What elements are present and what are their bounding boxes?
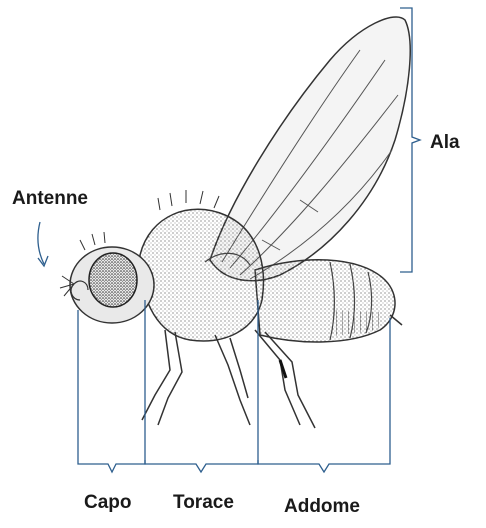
label-torace: Torace xyxy=(173,492,234,514)
legs-illustration xyxy=(142,330,315,428)
antenne-arrow xyxy=(38,222,44,264)
addome-bracket xyxy=(258,460,390,472)
abdomen-illustration xyxy=(255,260,402,342)
torace-bracket xyxy=(145,460,258,472)
head-illustration xyxy=(60,232,154,323)
label-addome: Addome xyxy=(284,496,360,518)
capo-bracket xyxy=(78,460,145,472)
label-ala: Ala xyxy=(430,132,460,154)
label-antenne: Antenne xyxy=(12,188,88,210)
label-capo: Capo xyxy=(84,492,132,514)
